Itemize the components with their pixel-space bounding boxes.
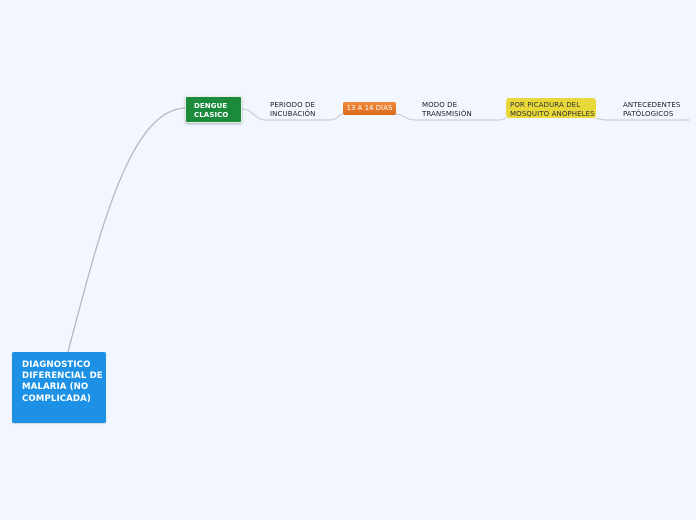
node-label: PERIODO DE INCUBACIÓN	[270, 101, 316, 118]
picadura-mosquito-node[interactable]: POR PICADURA DEL MOSQUITO ANOPHELES	[506, 98, 596, 118]
root-node[interactable]: DIAGNOSTICO DIFERENCIAL DE MALARIA (NO C…	[12, 352, 106, 423]
node-label: ANTECEDENTES PATÓLOGICOS	[623, 101, 681, 118]
antecedentes-node[interactable]: ANTECEDENTES PATÓLOGICOS	[623, 101, 685, 118]
modo-transmision-node[interactable]: MODO DE TRANSMISIÓN	[422, 101, 477, 118]
dias-node[interactable]: 13 A 14 DIAS	[343, 102, 396, 115]
node-label: MODO DE TRANSMISIÓN	[422, 101, 472, 118]
periodo-incubacion-node[interactable]: PERIODO DE INCUBACIÓN	[270, 101, 322, 118]
dengue-clasico-node[interactable]: DENGUE CLASICO	[185, 96, 242, 123]
